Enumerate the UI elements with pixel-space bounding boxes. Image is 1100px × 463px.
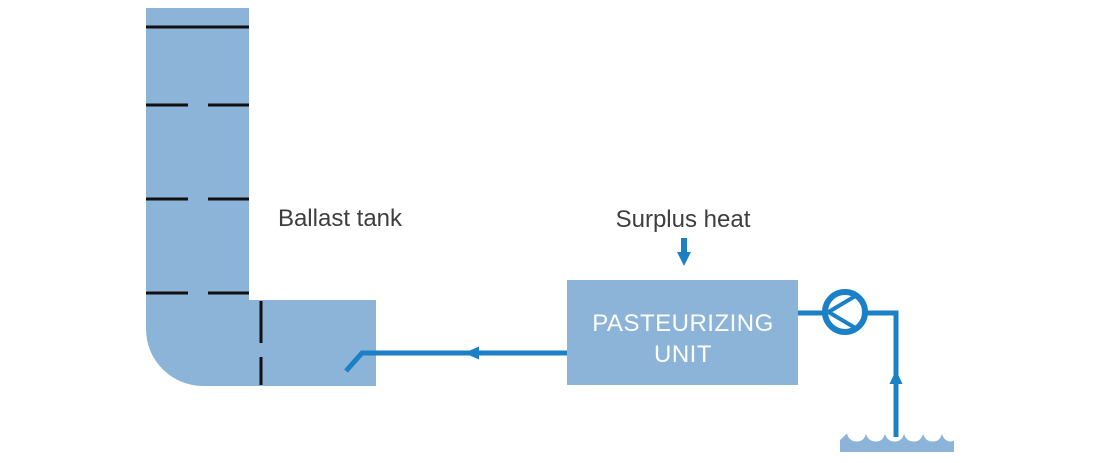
- pasteurizing-unit-label-line2: UNIT: [654, 341, 712, 368]
- surplus-heat-arrow-icon: [677, 238, 691, 266]
- pump-icon: [822, 289, 868, 335]
- pipe-unit-to-tank: [344, 350, 568, 373]
- sea-water-shape: [840, 433, 954, 452]
- pasteurizing-unit-label-line1: PASTEURIZING: [592, 310, 774, 337]
- surplus-heat-arrow-head: [677, 252, 691, 266]
- surplus-heat-label: Surplus heat: [616, 206, 751, 233]
- ballast-tank-shape: [146, 8, 376, 386]
- pump-impeller: [824, 293, 859, 331]
- flow-arrow-left-icon: [464, 346, 479, 360]
- ballast-tank-label: Ballast tank: [278, 205, 403, 232]
- pasteurizing-unit-box: [567, 280, 798, 385]
- flow-arrow-up-icon: [889, 370, 903, 384]
